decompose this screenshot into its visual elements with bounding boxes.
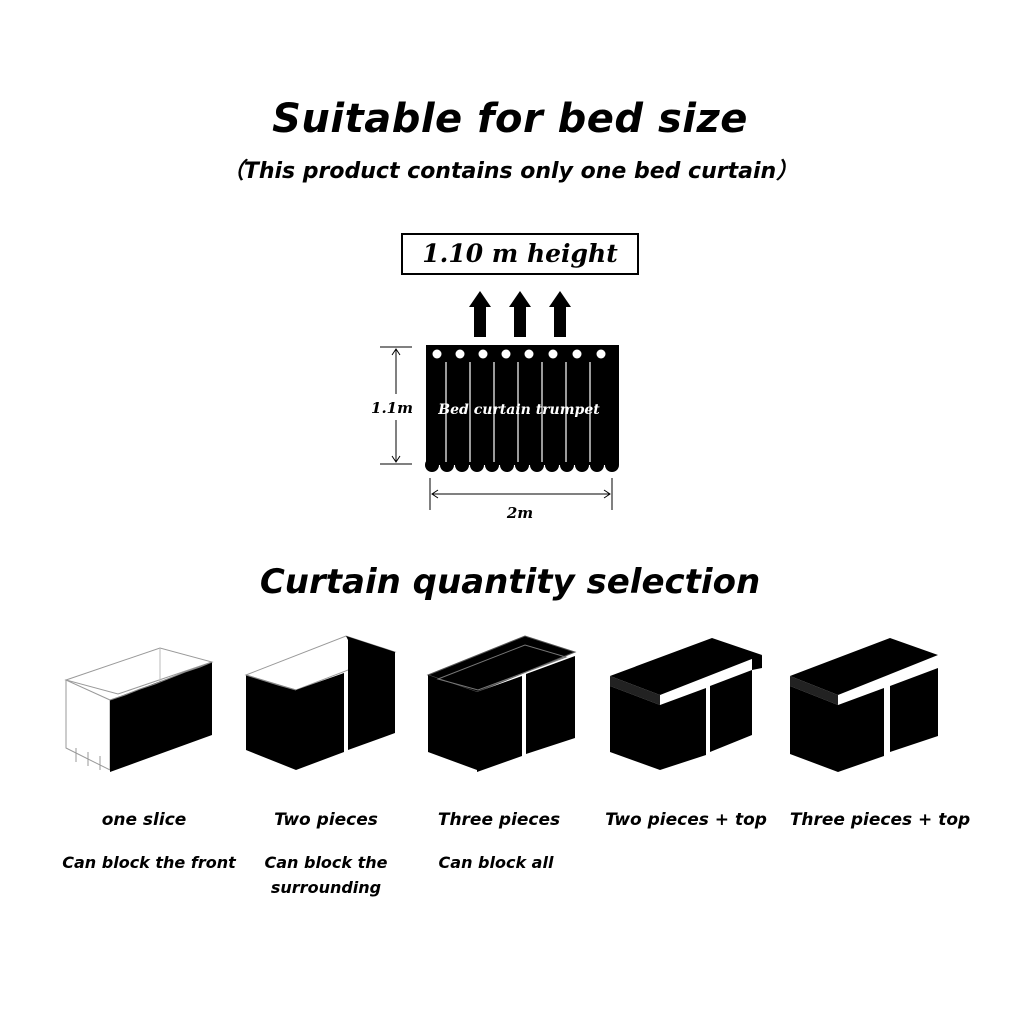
- width-dimension-line: [429, 478, 613, 510]
- option-label: Two pieces: [274, 810, 378, 830]
- up-arrow-icon: [549, 291, 571, 337]
- option-label: Two pieces + top: [605, 810, 767, 830]
- width-dimension-label: 2m: [506, 504, 533, 522]
- bed-two-pieces-top-illustration: [610, 638, 762, 770]
- curtain-panel: [425, 345, 619, 472]
- option-label: Three pieces: [437, 810, 561, 830]
- option-description: Can block the front: [62, 853, 236, 872]
- up-arrow-icon: [509, 291, 531, 337]
- option-label: one slice: [101, 810, 187, 830]
- option-description: Can block the surrounding: [264, 853, 388, 897]
- section-title: Curtain quantity selection: [259, 562, 761, 602]
- curtain-text: Bed curtain trumpet: [437, 402, 600, 418]
- option-label: Three pieces + top: [789, 810, 971, 830]
- bed-three-pieces-illustration: [426, 635, 577, 772]
- side-dimension-label: 1.1m: [371, 399, 413, 417]
- option-description: Can block all: [438, 853, 554, 872]
- height-label-box: 1.10 m height: [401, 233, 639, 275]
- subtitle: （This product contains only one bed curt…: [221, 159, 799, 184]
- up-arrow-icon: [469, 291, 491, 337]
- main-title: Suitable for bed size: [272, 96, 748, 142]
- height-dimension-line: [380, 346, 412, 465]
- bed-three-pieces-top-illustration: [790, 638, 938, 772]
- bed-one-slice-illustration: [64, 647, 214, 772]
- bed-two-pieces-illustration: [244, 635, 397, 770]
